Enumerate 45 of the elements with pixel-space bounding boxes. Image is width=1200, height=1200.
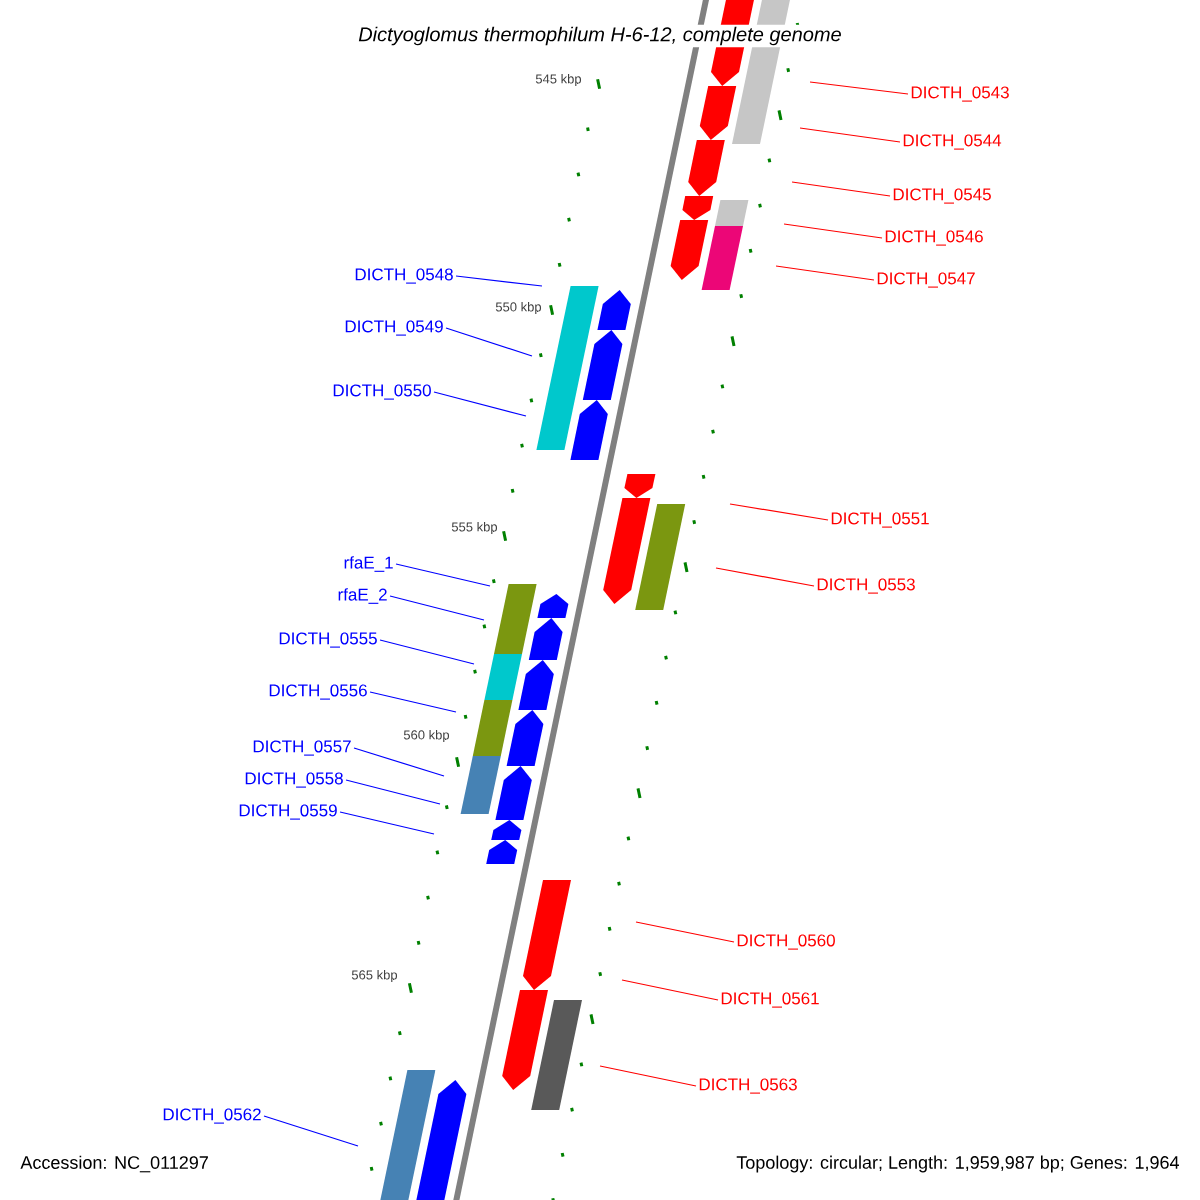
leader-line [621, 979, 719, 1001]
gene-label: rfaE_2 [338, 588, 387, 604]
leader-line [433, 391, 527, 417]
leader-line [635, 921, 735, 943]
leader-line [379, 639, 475, 665]
leader-line [783, 223, 883, 239]
gene-label: DICTH_0556 [269, 684, 367, 700]
leader-line [791, 181, 891, 197]
leader-line [599, 1065, 697, 1087]
leader-line [809, 81, 909, 95]
gene-label: DICTH_0549 [345, 320, 443, 336]
gene-label: DICTH_0555 [279, 632, 377, 648]
leader-line [263, 1115, 359, 1147]
gene-label: DICTH_0545 [893, 188, 991, 204]
leader-line [445, 327, 533, 357]
gene-label: DICTH_0557 [253, 740, 351, 756]
gene-label: DICTH_0553 [817, 578, 915, 594]
gene-label: DICTH_0546 [885, 230, 983, 246]
gene-label: DICTH_0544 [903, 134, 1002, 150]
gene-label: DICTH_0558 [245, 772, 343, 788]
gene-label: DICTH_0562 [163, 1108, 261, 1124]
leader-line [715, 567, 815, 587]
leader-line [799, 127, 901, 143]
gene-label: DICTH_0543 [911, 86, 1009, 102]
gene-label: DICTH_0547 [877, 272, 975, 288]
leader-line [775, 265, 875, 281]
leader-line [345, 779, 441, 805]
leader-line [729, 503, 829, 521]
leader-line [389, 595, 485, 621]
gene-label: DICTH_0559 [239, 804, 337, 820]
gene-label: DICTH_0548 [355, 268, 453, 284]
gene-label: rfaE_1 [344, 556, 393, 572]
leader-line [395, 563, 491, 587]
leader-line [339, 811, 435, 835]
leader-line [369, 691, 457, 713]
gene-label: DICTH_0550 [333, 384, 431, 400]
accession-text: Accession: NC_011297 [20, 1155, 208, 1173]
genome-info-text: Topology: circular; Length: 1,959,987 bp; Genes: 1,964 [736, 1155, 1179, 1173]
gene-label: DICTH_0563 [699, 1078, 797, 1094]
title: Dictyoglomus thermophilum H-6-12, complete genome [356, 24, 844, 48]
gene-label: DICTH_0551 [831, 512, 929, 528]
leader-line [353, 747, 445, 777]
gene-label: DICTH_0560 [737, 934, 835, 950]
leader-line [455, 275, 543, 287]
gene-label: DICTH_0561 [721, 992, 819, 1008]
